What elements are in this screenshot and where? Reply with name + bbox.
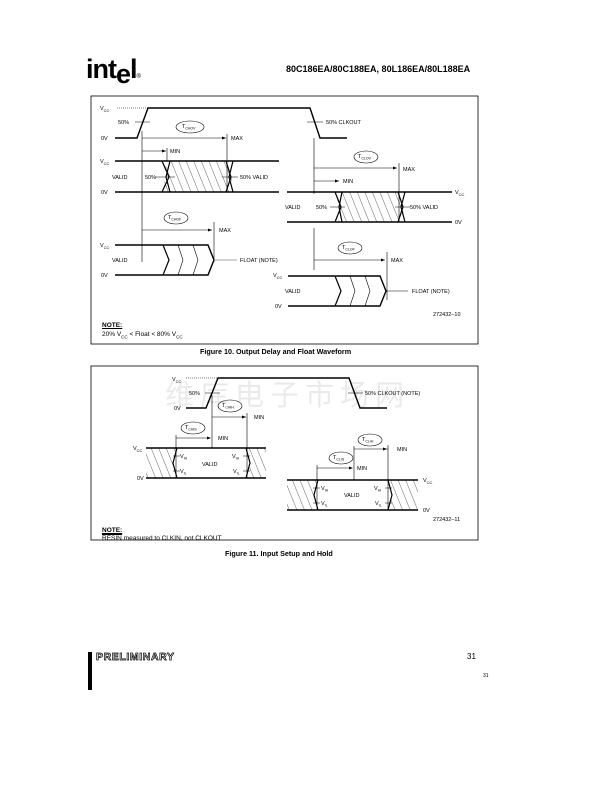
- svg-text:VIH: VIH: [374, 486, 382, 493]
- svg-text:FLOAT (NOTE): FLOAT (NOTE): [412, 289, 450, 295]
- svg-text:TCLOF: TCLOF: [342, 245, 355, 252]
- svg-text:VCC: VCC: [273, 273, 283, 280]
- watermark: 维库电子市场网: [165, 378, 411, 412]
- svg-text:0V: 0V: [101, 136, 108, 142]
- svg-text:50% CLKOUT (NOTE): 50% CLKOUT (NOTE): [365, 391, 420, 397]
- svg-text:MIN: MIN: [343, 179, 353, 185]
- svg-text:VCC: VCC: [100, 106, 110, 113]
- svg-text:50% VALID: 50% VALID: [240, 175, 268, 181]
- svg-text:50%: 50%: [316, 205, 327, 211]
- page-number: 31: [467, 652, 476, 661]
- svg-text:0V: 0V: [275, 304, 282, 310]
- svg-text:MIN: MIN: [397, 447, 407, 453]
- svg-text:0V: 0V: [174, 406, 181, 412]
- svg-text:VALID: VALID: [112, 175, 128, 181]
- svg-text:VALID: VALID: [285, 289, 301, 295]
- svg-text:VALID: VALID: [285, 205, 301, 211]
- svg-text:VALID: VALID: [202, 462, 218, 468]
- svg-text:VALID: VALID: [344, 493, 360, 499]
- svg-text:VIL: VIL: [233, 469, 240, 476]
- svg-text:VIH: VIH: [180, 454, 188, 461]
- svg-text:50% CLKOUT: 50% CLKOUT: [326, 120, 361, 126]
- figure10-note-heading: NOTE:: [102, 322, 123, 329]
- svg-text:50%: 50%: [145, 175, 156, 181]
- figure11-caption: Figure 11. Input Setup and Hold: [225, 549, 333, 558]
- figure11-frame: [90, 365, 479, 541]
- svg-text:VCC: VCC: [423, 478, 433, 485]
- svg-text:50%: 50%: [118, 120, 129, 126]
- svg-text:272432–10: 272432–10: [433, 312, 461, 318]
- svg-text:VALID: VALID: [112, 258, 128, 264]
- svg-text:MAX: MAX: [403, 167, 415, 173]
- svg-text:TCLIS: TCLIS: [333, 455, 345, 462]
- change-bar: [88, 652, 92, 690]
- figure11-note: RESIN measured to CLKIN, not CLKOUT: [102, 535, 222, 542]
- figure10-caption: Figure 10. Output Delay and Float Wavefo…: [200, 347, 352, 356]
- svg-text:TCHIH: TCHIH: [222, 403, 234, 410]
- svg-text:VIL: VIL: [375, 501, 382, 508]
- document-title: 80C186EA/80C188EA, 80L186EA/80L188EA: [286, 64, 471, 74]
- preliminary-label: PRELIMINARY: [96, 651, 175, 664]
- svg-text:MIN: MIN: [218, 436, 228, 442]
- svg-text:MIN: MIN: [254, 415, 264, 421]
- figure10-frame: [90, 95, 479, 345]
- figure11-labels: VCC 50% 0V 50% CLKOUT (NOTE) TCHIH MIN T…: [133, 377, 460, 523]
- svg-text:MAX: MAX: [391, 258, 403, 264]
- svg-text:0V: 0V: [101, 273, 108, 279]
- svg-text:0V: 0V: [455, 220, 462, 226]
- svg-text:VIL: VIL: [321, 501, 328, 508]
- svg-text:MIN: MIN: [170, 149, 180, 155]
- svg-text:VCC: VCC: [172, 377, 182, 384]
- svg-text:VIL: VIL: [180, 469, 187, 476]
- svg-text:50%: 50%: [189, 391, 200, 397]
- svg-text:FLOAT (NOTE): FLOAT (NOTE): [240, 258, 278, 264]
- figure11-note-heading: NOTE:: [102, 527, 123, 534]
- svg-text:0V: 0V: [423, 508, 430, 514]
- svg-text:TCHIS: TCHIS: [185, 425, 197, 432]
- clkout-waveform: [115, 107, 347, 139]
- svg-text:VCC: VCC: [100, 243, 110, 250]
- svg-text:VIH: VIH: [321, 486, 329, 493]
- svg-text:VIH: VIH: [232, 454, 240, 461]
- figure10-labels: VCC 50% 0V 50% CLKOUT TCHOV MAX MIN VCC …: [100, 106, 465, 318]
- svg-text:TCLOV: TCLOV: [358, 154, 372, 161]
- figure10-note: 20% VCC < Float < 80% VCC: [102, 331, 183, 340]
- svg-text:50% VALID: 50% VALID: [410, 205, 438, 211]
- svg-text:0V: 0V: [101, 190, 108, 196]
- svg-text:VCC: VCC: [133, 446, 143, 453]
- svg-text:MAX: MAX: [231, 136, 243, 142]
- svg-text:TCHOV: TCHOV: [182, 124, 196, 131]
- svg-text:MAX: MAX: [219, 228, 231, 234]
- svg-text:TCHOF: TCHOF: [168, 215, 181, 222]
- svg-text:TCLIH: TCLIH: [362, 437, 374, 444]
- svg-text:272432–11: 272432–11: [433, 517, 460, 523]
- svg-text:MIN: MIN: [357, 466, 367, 472]
- page-number-small: 31: [483, 673, 489, 679]
- svg-text:0V: 0V: [137, 476, 144, 482]
- svg-text:VCC: VCC: [455, 190, 465, 197]
- svg-text:VCC: VCC: [100, 159, 110, 166]
- intel-logo: intel®: [86, 54, 141, 89]
